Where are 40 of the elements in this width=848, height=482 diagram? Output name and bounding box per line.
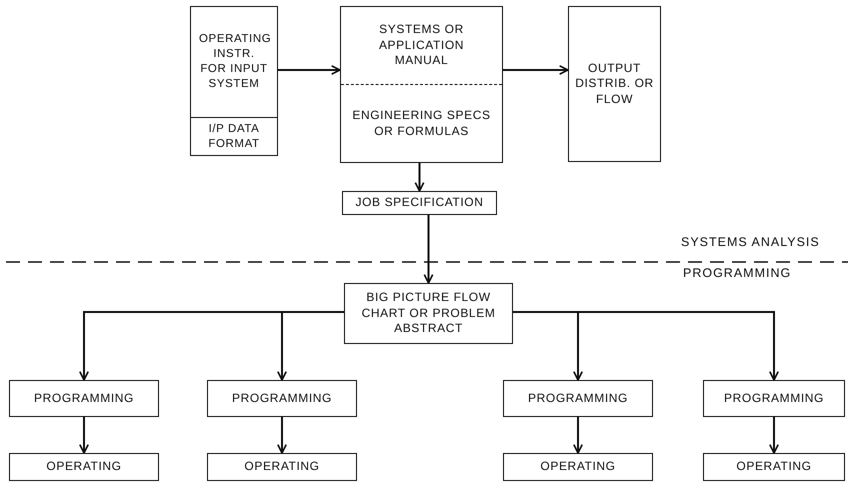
process-box [207, 453, 357, 481]
arrow [79, 417, 89, 454]
box-text: BIG PICTURE FLOW CHART OR PROBLEM ABSTRACT [360, 290, 496, 337]
arrow [278, 65, 341, 75]
box-text: SYSTEMS OR APPLICATION MANUAL [378, 22, 466, 69]
box-text: OUTPUT DISTRIB. OR FLOW [574, 60, 655, 108]
box-text: OPERATING [45, 459, 123, 475]
arrow [503, 65, 569, 75]
process-box [207, 380, 357, 417]
process-box [9, 380, 159, 417]
box-text: PROGRAMMING [527, 390, 629, 406]
box-text: PROGRAMMING [231, 390, 333, 406]
process-box [344, 283, 513, 344]
process-box [190, 6, 278, 156]
box-text: I/P DATA FORMAT [207, 122, 261, 152]
arrow [769, 417, 779, 454]
box-text: ENGINEERING SPECS OR FORMULAS [351, 108, 492, 140]
section-label: SYSTEMS ANALYSIS [681, 235, 820, 249]
arrow [277, 417, 287, 454]
arrow [414, 163, 424, 192]
process-box [568, 6, 661, 162]
section-label: PROGRAMMING [683, 266, 792, 280]
box-text: PROGRAMMING [723, 390, 825, 406]
process-box [342, 191, 497, 215]
box-text: OPERATING [539, 459, 617, 475]
process-box [503, 380, 653, 417]
arrow [424, 215, 434, 284]
box-text: OPERATING INSTR. FOR INPUT SYSTEM [198, 32, 272, 92]
process-box [9, 453, 159, 481]
box-text: PROGRAMMING [33, 390, 135, 406]
box-text: OPERATING [735, 459, 813, 475]
process-box [703, 453, 845, 481]
process-box [503, 453, 653, 481]
arrow [513, 311, 779, 381]
box-text: OPERATING [243, 459, 321, 475]
arrow [277, 311, 344, 381]
box-text: JOB SPECIFICATION [354, 195, 484, 211]
process-box [340, 6, 503, 163]
process-box [703, 380, 845, 417]
arrow [573, 417, 583, 454]
